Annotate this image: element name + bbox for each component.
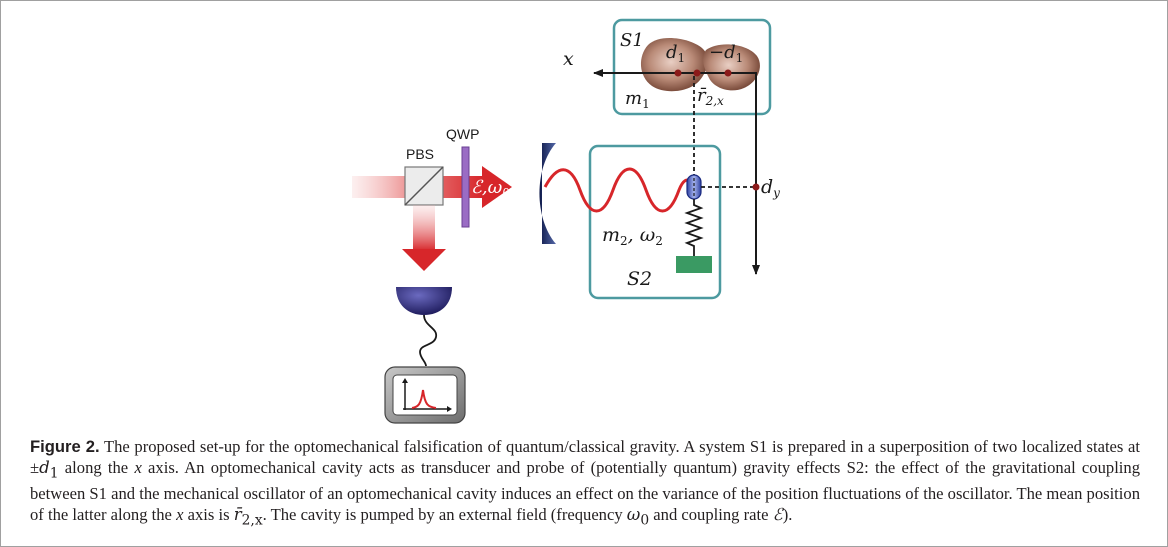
label-s2: S2 <box>627 268 652 290</box>
cavity-wave <box>543 167 693 213</box>
down-beam <box>413 205 435 251</box>
qwp-plate <box>461 146 470 228</box>
label-m2-omega2: m2, ω2 <box>602 224 663 248</box>
s2-box <box>588 144 722 300</box>
label-x: x <box>563 48 574 70</box>
mass-left <box>640 37 708 92</box>
s1-box <box>612 18 772 116</box>
detector-cable <box>419 314 437 367</box>
monitor-icon <box>384 366 466 424</box>
label-m1: m1 <box>625 88 650 111</box>
cavity-mirror <box>539 143 556 244</box>
label-s1: S1 <box>620 30 644 51</box>
label-neg-d1: −d1 <box>709 42 743 65</box>
point-d1 <box>674 69 682 77</box>
spring <box>684 199 704 256</box>
point-neg-d1 <box>724 69 732 77</box>
label-pbs: PBS <box>406 146 434 162</box>
input-beam-arrowhead <box>482 166 512 208</box>
point-center <box>693 69 701 77</box>
figure-caption: Figure 2. The proposed set-up for the op… <box>30 437 1141 529</box>
caption-label: Figure 2. <box>30 437 100 456</box>
ground-block <box>676 256 712 273</box>
down-beam-arrowhead <box>402 249 446 271</box>
label-field: ℰ,ω0 <box>471 177 510 200</box>
pbs-cube <box>404 166 444 206</box>
setup-diagram: x S1 d1 −d1 m1 r̄2,x PBS QWP ℰ,ω0 m2, ω2… <box>352 18 780 424</box>
mass-right <box>702 44 760 91</box>
label-r2x: r̄2,x <box>697 85 724 108</box>
label-qwp: QWP <box>446 126 479 142</box>
detector-icon <box>396 287 452 315</box>
label-d1: d1 <box>666 42 685 65</box>
point-dy <box>752 183 760 191</box>
label-dy: dy <box>761 176 780 200</box>
